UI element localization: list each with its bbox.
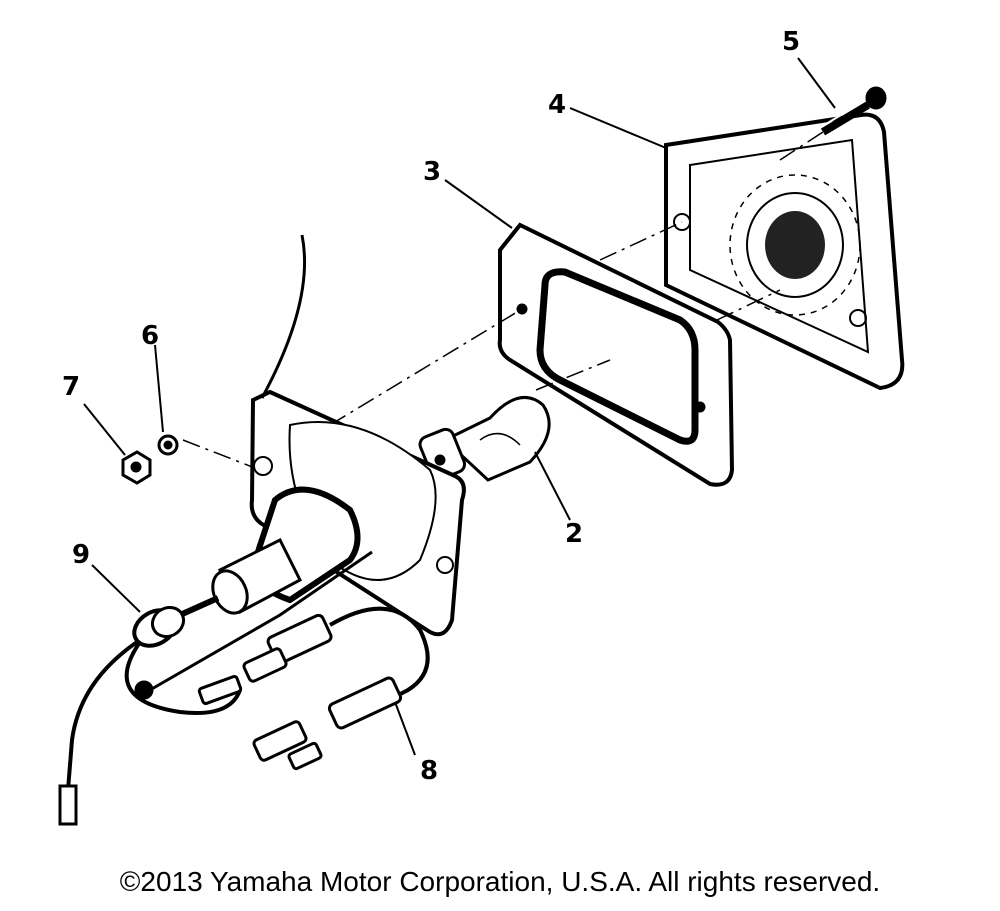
lamp-housing [664,112,905,391]
callout-2: 2 [565,519,583,549]
grommet [132,605,186,648]
callout-9: 9 [72,540,90,570]
socket [211,537,302,615]
lens-gasket [497,222,735,487]
copyright-notice: ©2013 Yamaha Motor Corporation, U.S.A. A… [119,866,881,897]
callout-4: 4 [548,90,566,120]
washer [157,434,179,456]
mounting-screw [820,86,887,136]
wiring [58,550,430,826]
leader-lines [83,57,836,756]
lamp-base [248,234,466,637]
alignment-lines [182,131,824,469]
callout-8: 8 [420,756,438,786]
nut [121,450,152,485]
callout-5: 5 [782,27,800,57]
callout-7: 7 [62,372,80,402]
callout-6: 6 [141,321,159,351]
connector-harness [197,613,403,771]
callout-3: 3 [423,157,441,187]
exploded-parts-diagram: 4 5 3 6 7 9 2 8 [58,27,905,826]
